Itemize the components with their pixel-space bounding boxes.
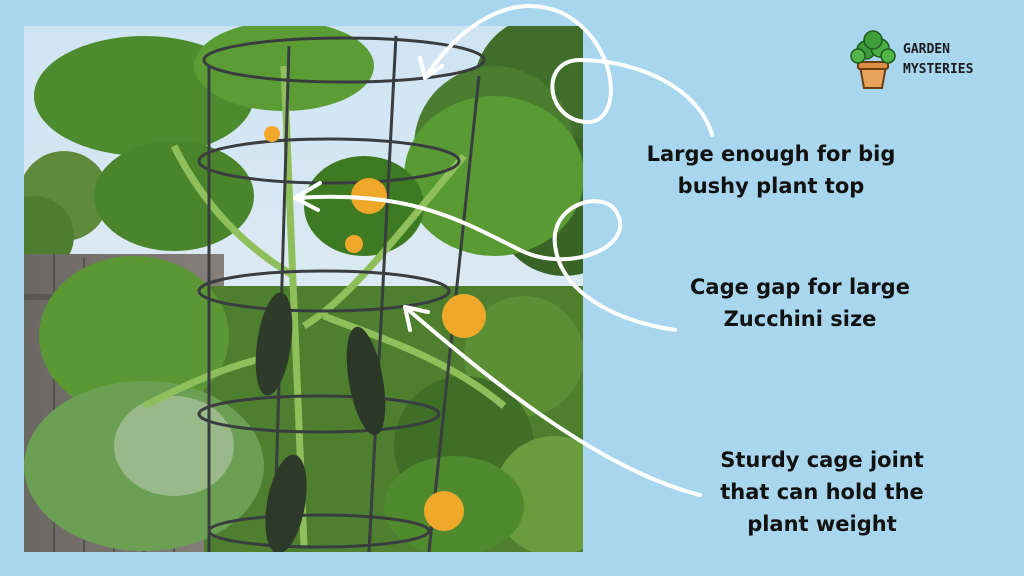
callout-plant-top-line1: Large enough for big — [646, 142, 896, 166]
brand-line2: MYSTERIES — [903, 62, 974, 77]
brand-name: GARDEN MYSTERIES — [903, 40, 973, 80]
arrow-cage-top — [423, 4, 714, 137]
callout-cage-joint: Sturdy cage joint that can hold the plan… — [700, 444, 944, 540]
callout-cage-joint-line2: that can hold the — [720, 480, 924, 504]
arrow-plant-top — [293, 194, 677, 332]
arrow-cage-joint — [403, 305, 702, 497]
potted-plant-icon — [850, 30, 896, 89]
zucchini-cage-photo — [24, 26, 583, 552]
callout-plant-top: Large enough for big bushy plant top — [640, 138, 902, 202]
zucchini-leaves — [24, 26, 583, 552]
callout-cage-joint-line1: Sturdy cage joint — [720, 448, 924, 472]
callout-plant-top-line2: bushy plant top — [677, 174, 865, 198]
brand-line1: GARDEN — [903, 42, 950, 57]
photo-illustration — [24, 26, 583, 552]
callout-cage-gap: Cage gap for large Zucchini size — [675, 271, 925, 335]
zucchini-fruits — [255, 292, 386, 552]
callout-cage-gap-line1: Cage gap for large — [690, 275, 910, 299]
callout-cage-joint-line3: plant weight — [747, 512, 897, 536]
zucchini-flowers — [264, 126, 486, 531]
callout-cage-gap-line2: Zucchini size — [723, 307, 877, 331]
